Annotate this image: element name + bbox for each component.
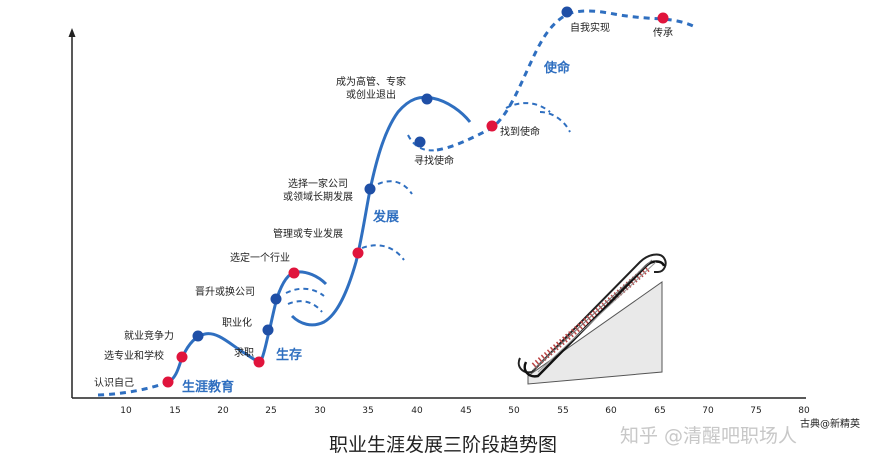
- dot-professionalize: [262, 324, 274, 336]
- label-know-self: 认识自己: [94, 378, 134, 389]
- dot-one-company: [364, 183, 376, 195]
- x-axis-tick: 50: [508, 406, 520, 416]
- label-legacy: 传承: [653, 28, 673, 39]
- x-axis-tick: 80: [798, 406, 810, 416]
- label-employ-compete: 就业竞争力: [124, 331, 174, 342]
- branch-dashed-6: [505, 102, 551, 113]
- label-one-company-line2: 或领域长期发展: [283, 192, 353, 203]
- credit: 古典@新精英: [800, 419, 860, 430]
- x-axis-tick: 75: [750, 406, 762, 416]
- x-axis-tick: 60: [605, 406, 617, 416]
- dot-mgmt-expert: [352, 247, 364, 259]
- watermark: 知乎 @清醒吧职场人: [620, 425, 798, 447]
- dot-seek-mission: [414, 136, 426, 148]
- dot-senior: [421, 93, 433, 105]
- label-self-actualize: 自我实现: [570, 23, 610, 34]
- escalator-illustration: [517, 253, 667, 385]
- label-senior-line1: 成为高管、专家: [336, 77, 406, 88]
- label-seek-mission: 寻找使命: [414, 156, 454, 167]
- stage-label-career-education: 生涯教育: [182, 380, 235, 395]
- dot-choose-major: [176, 351, 188, 363]
- branch-dashed-5: [407, 134, 438, 152]
- x-axis-tick: 55: [557, 406, 569, 416]
- label-senior: 成为高管、专家 或创业退出: [332, 76, 410, 102]
- curve-start-dashed: [97, 380, 169, 397]
- x-axis-tick: 30: [314, 406, 326, 416]
- x-axis-tick: 40: [411, 406, 423, 416]
- dot-legacy: [657, 12, 669, 24]
- dot-job-seek: [253, 356, 265, 368]
- dot-self-actualize: [561, 6, 573, 18]
- branch-dashed-4: [377, 180, 413, 195]
- x-axis-tick: 35: [362, 406, 374, 416]
- diagram-title: 职业生涯发展三阶段趋势图: [328, 434, 557, 456]
- x-axis-tick: 25: [265, 406, 277, 416]
- label-choose-major: 选专业和学校: [104, 351, 164, 362]
- x-axis-tick: 45: [460, 406, 472, 416]
- curve-stage-education: [167, 332, 262, 384]
- x-axis-tick: 15: [169, 406, 181, 416]
- branch-dashed-3: [361, 244, 405, 261]
- branch-dashed-1: [285, 287, 325, 297]
- label-found-mission: 找到使命: [500, 127, 540, 138]
- label-mgmt-expert: 管理或专业发展: [273, 229, 343, 240]
- dot-pick-industry: [288, 267, 300, 279]
- dot-employ-compete: [192, 330, 204, 342]
- x-axis-tick: 10: [120, 406, 132, 416]
- dot-promote-switch: [270, 293, 282, 305]
- label-senior-line2: 或创业退出: [346, 90, 396, 101]
- label-one-company: 选择一家公司 或领域长期发展: [276, 178, 360, 204]
- dot-found-mission: [486, 120, 498, 132]
- stage-label-development: 发展: [373, 210, 400, 225]
- x-axis-tick: 65: [654, 406, 666, 416]
- label-pick-industry: 选定一个行业: [230, 253, 290, 264]
- y-axis-arrow: [68, 28, 76, 37]
- branch-dashed-7: [539, 111, 571, 133]
- x-axis-tick: 20: [217, 406, 229, 416]
- label-job-seek: 求职: [234, 348, 254, 359]
- label-promote-switch: 晋升或换公司: [195, 287, 255, 298]
- stage-label-survival: 生存: [276, 348, 303, 363]
- label-one-company-line1: 选择一家公司: [288, 179, 348, 190]
- stage-label-mission: 使命: [544, 61, 571, 76]
- branch-dashed-2: [287, 300, 323, 313]
- label-professionalize: 职业化: [222, 318, 252, 329]
- x-axis-tick: 70: [702, 406, 714, 416]
- dot-know-self: [162, 376, 174, 388]
